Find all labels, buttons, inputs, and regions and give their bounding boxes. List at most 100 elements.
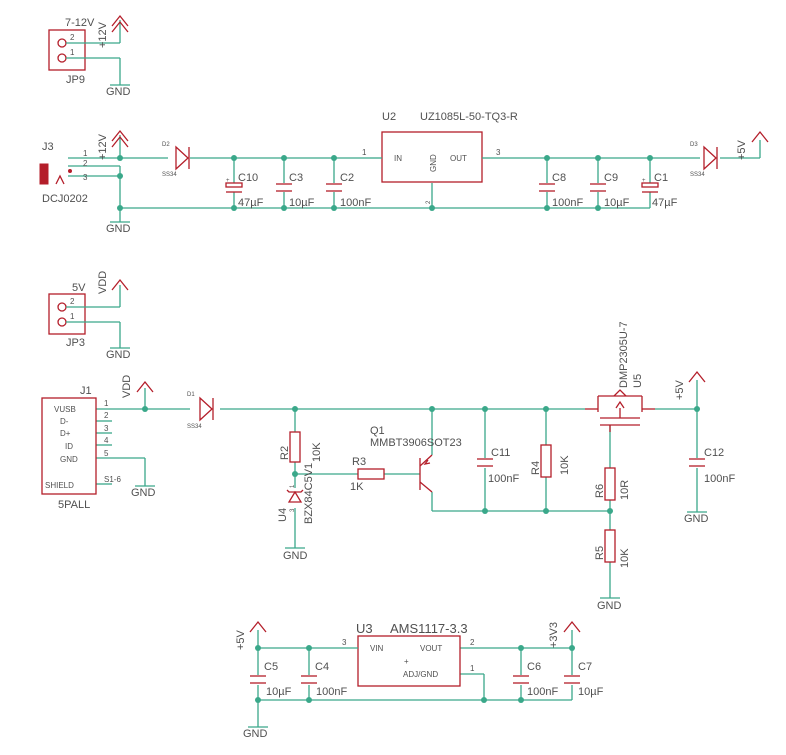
c7-value: 10µF — [578, 686, 604, 698]
u5-name: U5 — [632, 374, 644, 388]
q1-transistor[interactable]: Q1 MMBT3906SOT23 — [370, 425, 462, 493]
u2-in: IN — [394, 154, 402, 163]
jp9-value: 7-12V — [65, 17, 95, 29]
j3-pin3: 3 — [83, 173, 88, 182]
r5-resistor[interactable]: R5 10K GND — [594, 529, 631, 612]
c10-value: 47µF — [238, 197, 264, 209]
c9-value: 10µF — [604, 197, 630, 209]
j1-pin-label: ID — [65, 442, 73, 451]
u2-out: OUT — [450, 154, 467, 163]
r2-resistor[interactable]: R2 10K — [279, 431, 323, 463]
c9-capacitor[interactable]: C9 10µF — [590, 172, 630, 209]
j1-usb-connector[interactable]: VUSB D- D+ ID GND SHIELD 1 2 3 4 5 S1-6 … — [41, 375, 156, 511]
reg33-gnd: GND — [243, 728, 268, 740]
usb-gnd: GND — [131, 487, 156, 499]
d2-diode[interactable]: D2 SS34 — [162, 142, 190, 178]
c2-capacitor[interactable]: C2 100nF — [326, 172, 371, 209]
c5-capacitor[interactable]: C5 10µF +5V GND — [235, 629, 292, 740]
j1-pin-num: 5 — [104, 449, 109, 458]
c8-capacitor[interactable]: C8 100nF — [539, 172, 583, 209]
u3-pin3: 3 — [342, 638, 347, 647]
c11-name: C11 — [491, 447, 510, 459]
u2-name: U2 — [382, 111, 396, 123]
d3-value: SS34 — [690, 172, 705, 178]
r6-resistor[interactable]: R6 10R — [594, 467, 631, 501]
u2-value: UZ1085L-50-TQ3-R — [420, 111, 518, 123]
j1-pin-num: 4 — [104, 436, 109, 445]
r4-resistor[interactable]: R4 10K — [530, 444, 571, 478]
j3-pin1: 1 — [83, 149, 88, 158]
jp9-pin1: 1 — [70, 48, 75, 57]
reg12-net-12v: +12V — [97, 133, 109, 160]
reg12-gnd: GND — [106, 223, 131, 235]
u3-adj: ADJ/GND — [403, 670, 438, 679]
jp9-gnd: GND — [106, 86, 131, 98]
reg12-net-5v: +5V — [736, 139, 748, 160]
j1-pin-label: VUSB — [54, 405, 76, 414]
c7-capacitor[interactable]: C7 10µF +3V3 — [548, 622, 604, 698]
u5-value: DMP2305U-7 — [618, 321, 630, 388]
c2-value: 100nF — [340, 197, 371, 209]
d3-diode[interactable]: D3 SS34 +5V — [690, 139, 748, 178]
u3-pin1: 1 — [470, 664, 475, 673]
r3-resistor[interactable]: R3 1K — [350, 456, 385, 493]
u3-regulator[interactable]: U3 AMS1117-3.3 VIN VOUT ADJ/GND + 3 2 1 — [340, 621, 475, 687]
usb-section-wires — [96, 370, 707, 599]
r2-value: 10K — [311, 442, 323, 462]
r4-value: 10K — [559, 455, 571, 475]
c10-name: C10 — [238, 172, 258, 184]
j3-dc-jack[interactable]: J3 DCJ0202 1 2 3 +12V GND — [39, 133, 131, 235]
u3-vin: VIN — [370, 644, 384, 653]
jp9-header[interactable]: 7-12V JP9 2 1 GND +12V — [48, 14, 131, 98]
d1-name: D1 — [187, 392, 195, 398]
c6-capacitor[interactable]: C6 100nF — [513, 661, 558, 698]
u4-value: BZX84C5V1 — [303, 463, 315, 524]
u3-vout: VOUT — [420, 644, 442, 653]
j1-pin-num: 3 — [104, 424, 109, 433]
c5-name: C5 — [264, 661, 278, 673]
c12-gnd: GND — [684, 513, 709, 525]
jp3-header[interactable]: 5V JP3 2 1 GND VDD — [48, 271, 131, 361]
d2-value: SS34 — [162, 172, 177, 178]
jp3-name: JP3 — [66, 337, 85, 349]
jp3-gnd: GND — [106, 349, 131, 361]
j1-name: J1 — [80, 385, 92, 397]
u4-zener[interactable]: U4 BZX84C5V1 1 3 GND — [277, 463, 315, 562]
q1-name: Q1 — [370, 425, 385, 437]
c6-name: C6 — [527, 661, 541, 673]
j1-pin-label: D- — [60, 417, 69, 426]
jp9-pin2: 2 — [70, 33, 75, 42]
c9-name: C9 — [604, 172, 618, 184]
c1-capacitor[interactable]: + C1 47µF — [641, 172, 678, 209]
c4-value: 100nF — [316, 686, 347, 698]
u4-name: U4 — [277, 508, 289, 522]
c1-value: 47µF — [652, 197, 678, 209]
d2-name: D2 — [162, 142, 170, 148]
u2-gnd: GND — [429, 154, 438, 172]
u5-pmos[interactable]: DMP2305U-7 U5 — [585, 321, 655, 432]
jp9-net-12v: +12V — [97, 21, 109, 48]
svg-text:+: + — [404, 657, 409, 666]
svg-text:+: + — [226, 178, 230, 184]
c12-capacitor[interactable]: C12 100nF GND +5V — [674, 379, 735, 525]
c4-capacitor[interactable]: C4 100nF — [301, 661, 347, 698]
d1-diode[interactable]: D1 SS34 — [187, 392, 214, 430]
svg-text:+: + — [642, 178, 646, 184]
c12-name: C12 — [704, 447, 724, 459]
d3-name: D3 — [690, 142, 698, 148]
c10-capacitor[interactable]: + C10 47µF — [225, 172, 264, 209]
c11-capacitor[interactable]: C11 100nF — [477, 447, 519, 485]
u3-name: U3 — [356, 621, 373, 636]
r4-name: R4 — [530, 461, 542, 475]
u3-value: AMS1117-3.3 — [390, 621, 468, 636]
u2-regulator[interactable]: U2 UZ1085L-50-TQ3-R IN OUT GND 1 2 3 — [362, 111, 518, 204]
c4-name: C4 — [315, 661, 329, 673]
j1-pin-label: GND — [60, 455, 78, 464]
j1-shield-pins: S1-6 — [104, 475, 121, 484]
r2-name: R2 — [279, 446, 291, 460]
c3-capacitor[interactable]: C3 10µF — [276, 172, 315, 209]
u2-pin1: 1 — [362, 148, 367, 157]
c1-name: C1 — [654, 172, 668, 184]
jp3-value: 5V — [72, 282, 86, 294]
